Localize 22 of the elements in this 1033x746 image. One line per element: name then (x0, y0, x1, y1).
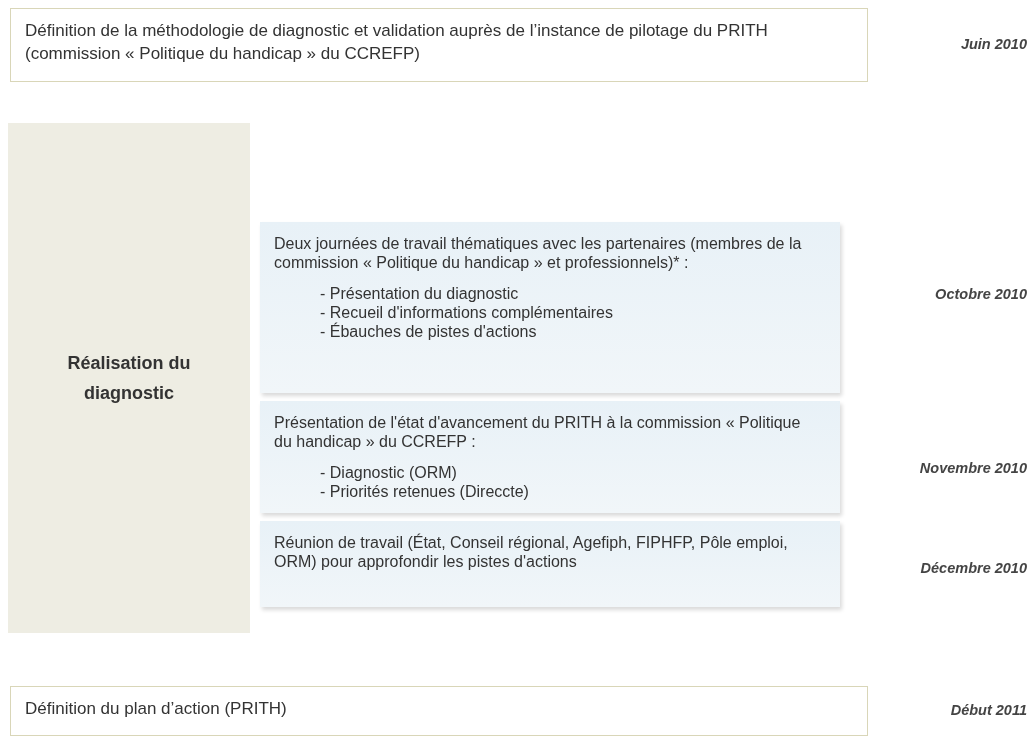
milestone-box (10, 8, 868, 82)
list-item: - Recueil d'informations complémentaires (319, 303, 614, 322)
date-label: Octobre 2010 (935, 286, 1027, 302)
step-box (260, 401, 840, 513)
step-text: Deux journées de travail thématiques avec les partenaires (membres de la commission « Politique du handicap » et professionnels)* : (274, 234, 803, 272)
step-text: Présentation de l'état d'avancement du PRITH à la commission « Politique du handicap » du CCREFP : (274, 413, 802, 451)
date-label: Décembre 2010 (920, 560, 1027, 576)
list-item: - Priorités retenues (Direccte) (319, 482, 530, 501)
list-item: - Diagnostic (ORM) (319, 463, 458, 482)
list-item: - Ébauches de pistes d'actions (319, 322, 538, 341)
phase-title: Réalisation du diagnostic (66, 352, 192, 405)
step-box (260, 521, 840, 607)
date-label: Juin 2010 (960, 36, 1027, 52)
list-item: - Présentation du diagnostic (319, 284, 520, 303)
step-text: Définition du plan d’action (PRITH) (25, 698, 288, 720)
step-text: Réunion de travail (État, Conseil régional, Agefiph, FIPHFP, Pôle emploi, ORM) pour approfondir les pistes d'actions (274, 533, 789, 571)
phase-band (8, 123, 250, 633)
date-label: Novembre 2010 (919, 460, 1027, 476)
milestone-box (10, 686, 868, 736)
date-label: Début 2011 (950, 702, 1027, 718)
step-box (260, 222, 840, 393)
step-text: Définition de la méthodologie de diagnostic et validation auprès de l’instance de pilotage du PRITH (commission « Politique du handicap » du CCREFP) (25, 20, 769, 65)
